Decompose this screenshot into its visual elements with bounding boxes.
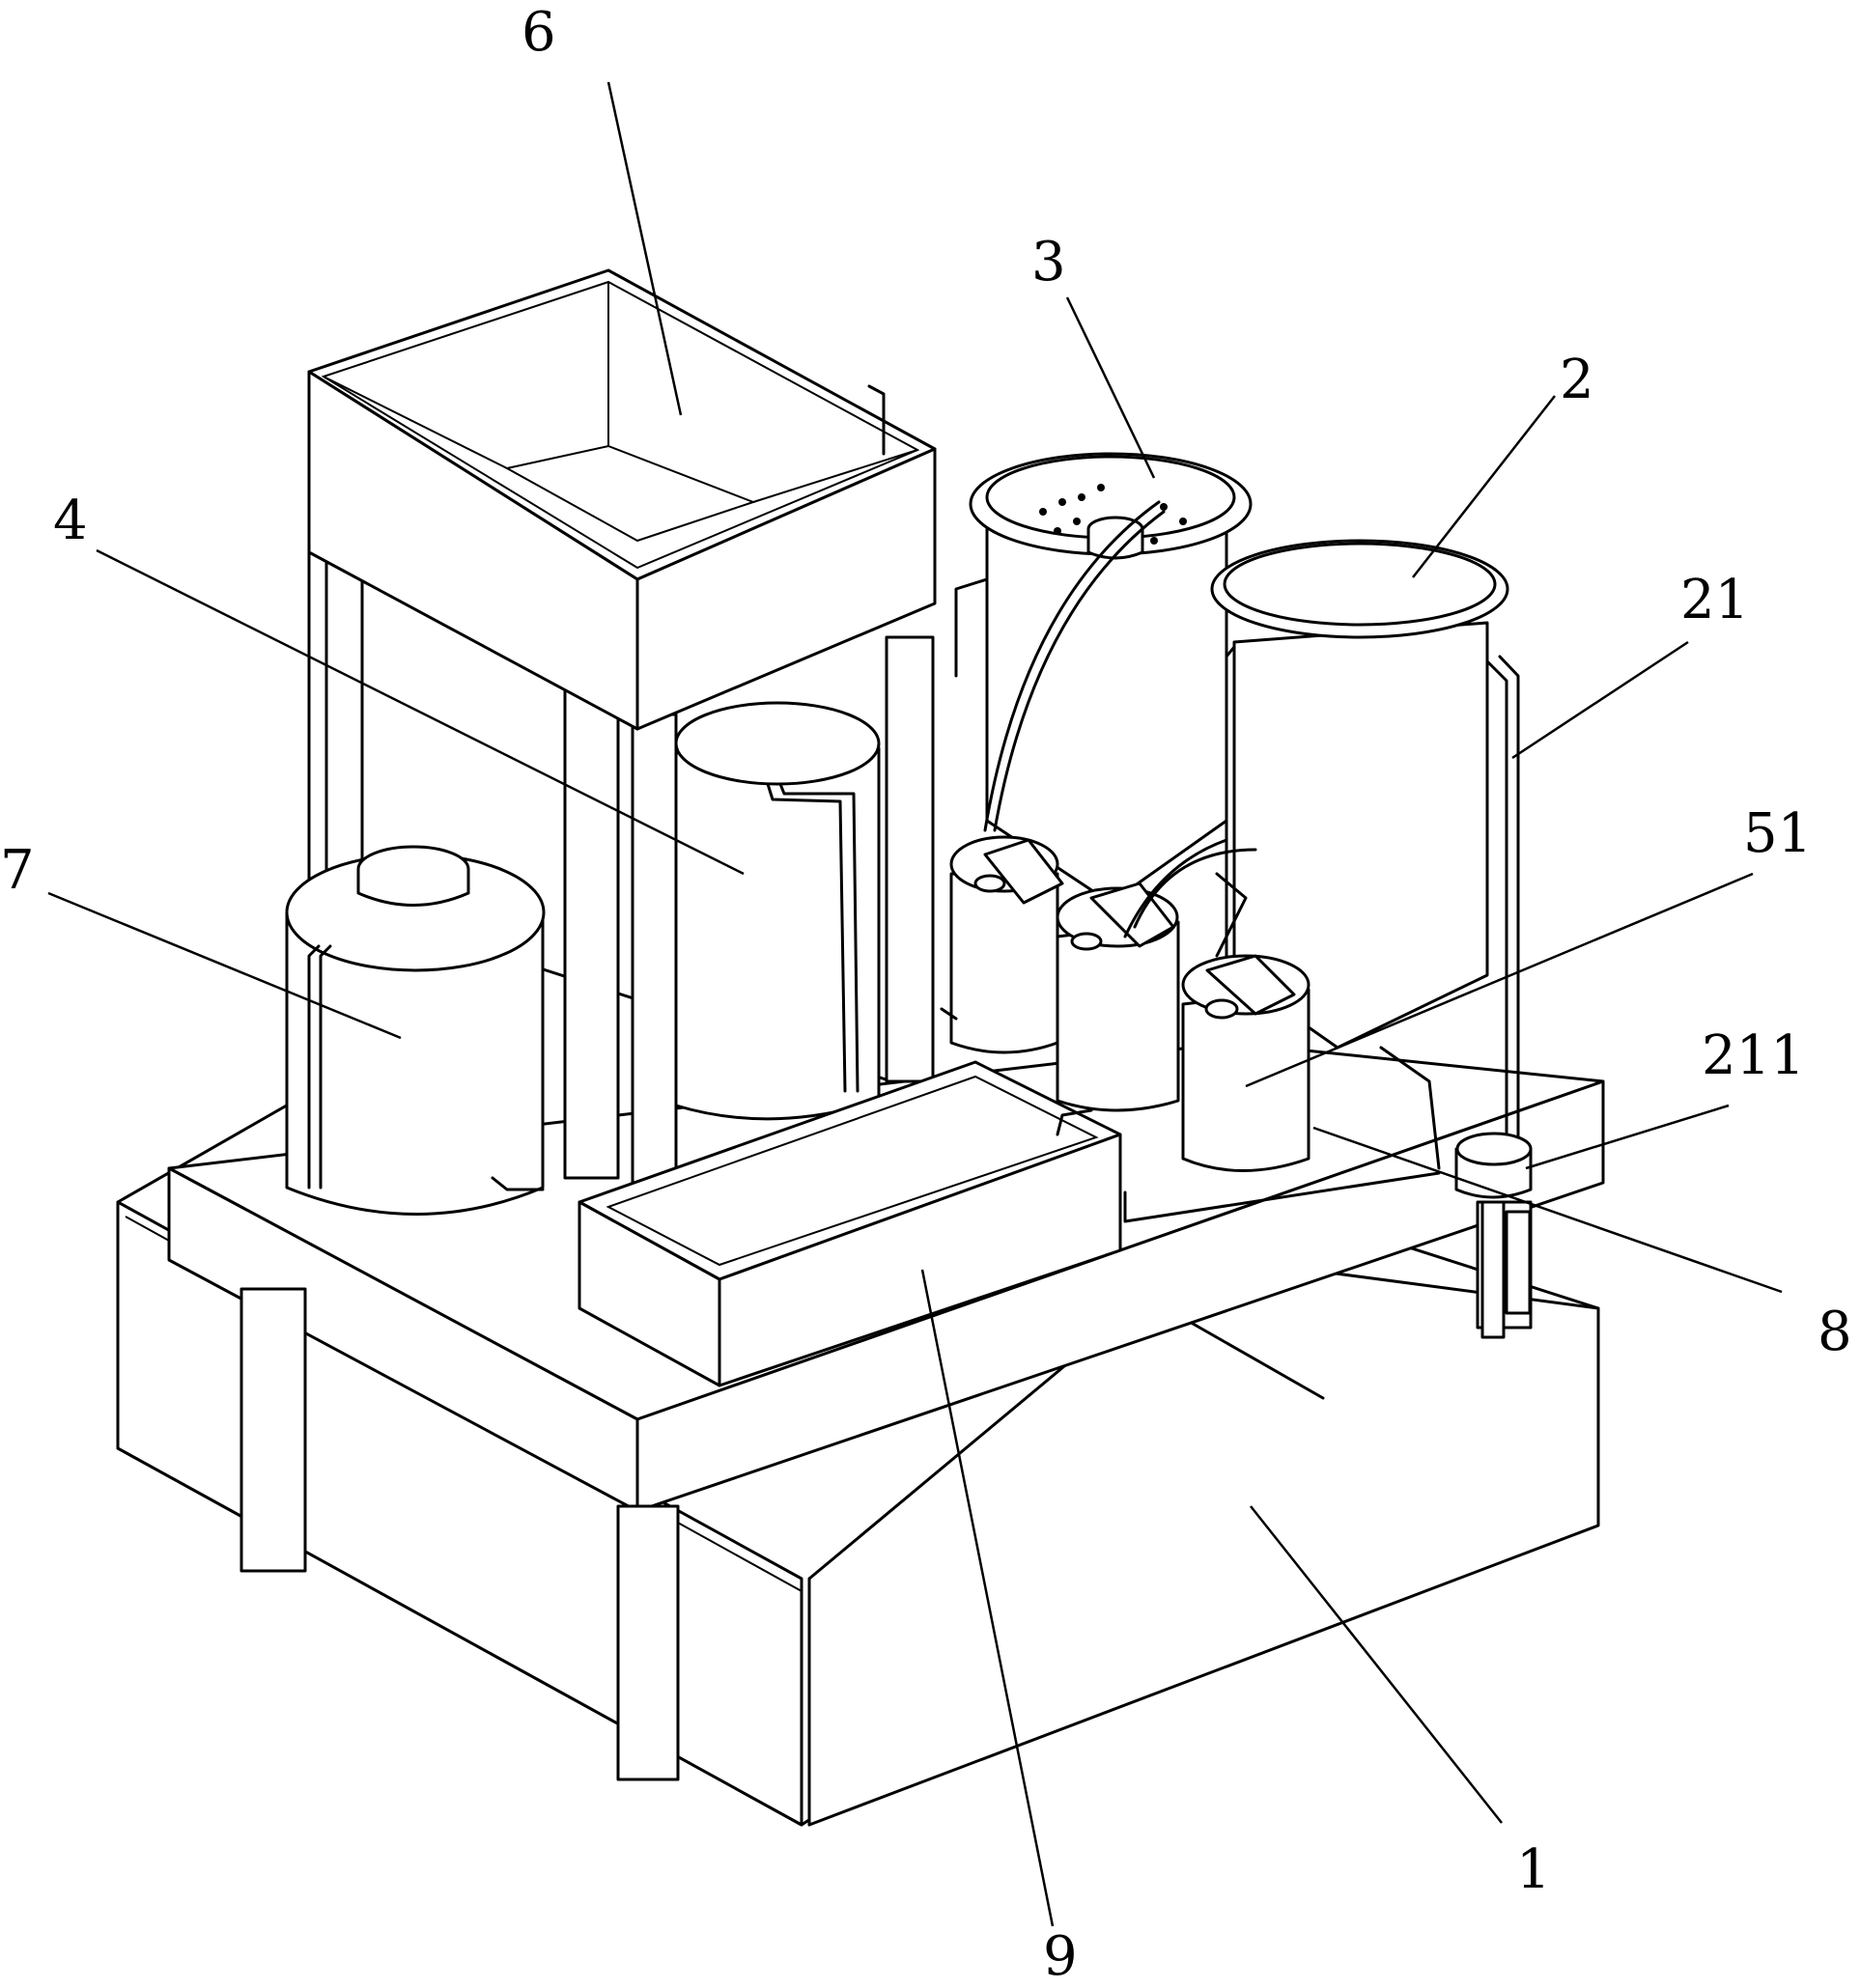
label-8: 8 xyxy=(1818,1301,1852,1363)
label-6: 6 xyxy=(521,1,556,64)
label-21: 21 xyxy=(1680,569,1749,631)
leader-1 xyxy=(1250,1505,1503,1824)
leader-4 xyxy=(96,548,745,876)
label-1: 1 xyxy=(1516,1838,1551,1901)
label-51: 51 xyxy=(1743,802,1812,865)
label-9: 9 xyxy=(1043,1925,1078,1983)
dosing-tank-right xyxy=(1181,954,1310,1172)
trough-9 xyxy=(578,1060,1122,1387)
leader-2 xyxy=(1412,395,1556,578)
filter-tank-3 xyxy=(954,452,1253,905)
dosing-tank-left xyxy=(949,835,1064,1054)
label-3: 3 xyxy=(1031,231,1066,294)
pipes xyxy=(940,838,1441,1223)
label-2: 2 xyxy=(1560,349,1594,411)
leader-51 xyxy=(1245,872,1754,1088)
leader-7 xyxy=(47,891,402,1040)
label-7: 7 xyxy=(0,839,35,902)
leader-9 xyxy=(920,1269,1055,1927)
hopper-6 xyxy=(307,268,937,731)
tank-7 xyxy=(285,845,546,1216)
leader-lines xyxy=(47,81,1783,1927)
dosing-tank-middle xyxy=(1056,882,1180,1112)
label-211: 211 xyxy=(1702,1024,1805,1087)
leader-21 xyxy=(1511,640,1689,760)
leader-3 xyxy=(1065,296,1156,479)
leader-211 xyxy=(1525,1104,1730,1170)
label-4: 4 xyxy=(53,490,88,552)
leader-8 xyxy=(1312,1126,1783,1294)
leader-6 xyxy=(606,81,683,416)
tank-4 xyxy=(674,701,881,1121)
tank-2 xyxy=(1210,539,1520,1161)
